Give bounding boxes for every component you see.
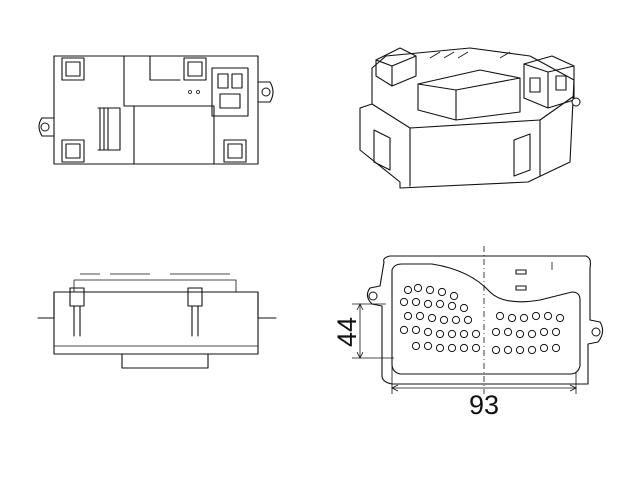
bottom-view-hole-left [368,291,378,301]
top-view-clip-tl [61,57,85,81]
top-view-cover-edge [123,55,135,165]
isometric-view [359,47,581,189]
top-view-comb [99,107,109,151]
top-view-right-tab-hole [261,87,271,97]
side-view-ribs [73,279,237,292]
top-view-right-tab [257,81,274,103]
bottom-view-slot [515,269,527,275]
top-view-body [53,55,259,165]
width-dimension-label: 93 [469,390,499,420]
bottom-view-grille-outline [391,263,581,375]
top-view [38,55,274,165]
iso-clip-front-left [373,129,391,171]
bottom-view-hole-right [591,327,601,337]
side-view [37,273,277,369]
bottom-view: 44 93 [332,246,604,420]
side-view-pin-left [69,287,85,307]
bottom-view-body [366,255,604,385]
iso-mount-hole [571,97,581,107]
top-view-clip-bl [61,139,85,163]
top-view-clip-tm [183,57,207,81]
height-dimension: 44 [332,303,394,359]
top-view-left-tab [38,117,55,137]
height-dimension-label: 44 [332,317,362,347]
side-view-pin-right [187,287,203,307]
side-view-body [53,291,259,355]
iso-body-edge [371,95,575,129]
top-view-left-tab-hole [40,122,50,132]
iso-clip-front-right [513,133,531,177]
width-dimension: 93 [391,362,577,420]
top-view-clip-br [223,139,247,163]
top-view-connector [211,67,249,117]
iso-center-housing [417,69,521,121]
bottom-view-vent-holes [399,283,565,355]
iso-clip-left [375,47,417,87]
side-view-bottom-step [121,353,209,369]
